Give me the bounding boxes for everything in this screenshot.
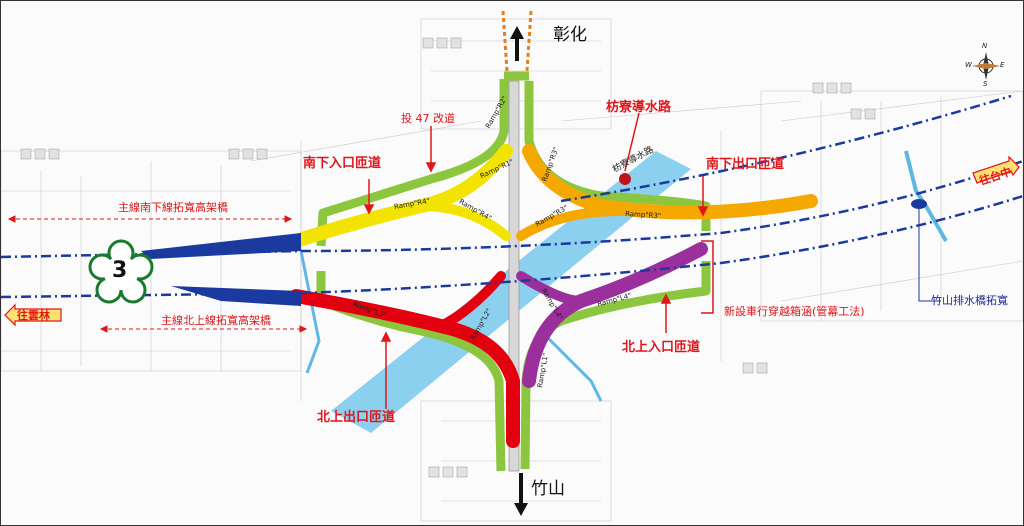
ramp-ne-in-label: 北上入口匝道: [622, 340, 701, 355]
compass-e-label: E: [1000, 61, 1005, 69]
west-arrow-shape: [4, 303, 62, 327]
north-city-label: 彰化: [553, 25, 587, 45]
direction-arrows: [510, 26, 528, 516]
waterway-marker-dot: [619, 173, 631, 185]
compass-w-label: W: [965, 61, 972, 69]
ramp-orange: [516, 144, 818, 241]
drain-bridge-label: 竹山排水橋拓寬: [931, 294, 1008, 307]
main-north-bridge-label: 主線北上線拓寬高架橋: [161, 314, 271, 327]
ramp-se-out-label: 南下出口匝道: [706, 157, 785, 172]
route-shield-number: 3: [112, 258, 128, 283]
culvert-label: 新設車行穿越箱涵(管幕工法): [724, 305, 865, 318]
base-map-blocks: [20, 37, 876, 478]
compass-s-label: S: [983, 80, 988, 88]
south-city-label: 竹山: [531, 479, 565, 499]
ramp-sw-in-label: 南下入口匝道: [303, 156, 382, 171]
mainline-centerlines: [1, 94, 1023, 299]
ramp-nw-out-label: 北上出口匝道: [317, 410, 396, 425]
west-direction-label: 往雲林: [17, 309, 50, 322]
east-arrow-shape: [972, 155, 1020, 184]
waterway-label: 枋寮導水路: [606, 100, 672, 115]
compass-n-label: N: [982, 42, 988, 50]
main-south-bridge-label: 主線南下線拓寬高架橋: [118, 201, 228, 214]
compass-icon: [972, 52, 1000, 80]
road-47-label: 投 47 改道: [401, 112, 455, 125]
ramp-yellow: [289, 144, 513, 248]
label-pointers: [363, 112, 714, 409]
drain-bridge-marker: [911, 199, 941, 302]
dimension-lines: [7, 215, 308, 333]
route-3-shield-icon: [88, 239, 154, 304]
